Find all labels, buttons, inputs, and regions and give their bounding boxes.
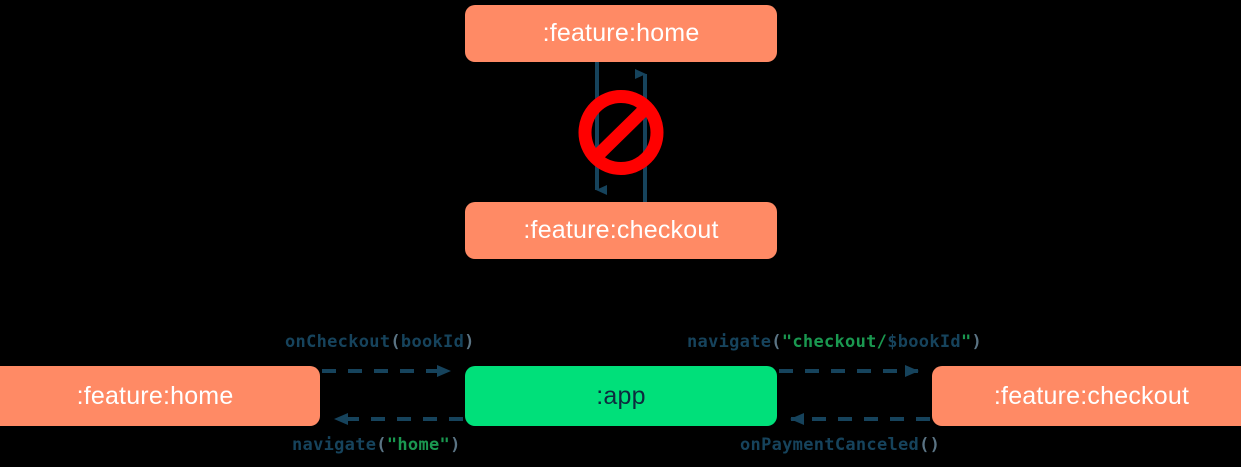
code-quote-close: "	[960, 332, 972, 352]
code-paren-close: )	[450, 435, 461, 455]
code-quote-open: "	[386, 435, 398, 455]
code-paren-close: )	[464, 332, 475, 352]
forbidden-sign-icon	[578, 90, 664, 175]
edge-label-navigate-home: navigate("home")	[292, 435, 461, 455]
code-quote-open: "	[781, 332, 793, 352]
code-paren-open: (	[390, 332, 401, 352]
code-interpolation: $bookId	[887, 332, 961, 352]
node-feature-home-invalid[interactable]: :feature:home	[465, 5, 777, 62]
node-feature-checkout[interactable]: :feature:checkout	[932, 366, 1241, 426]
code-argument: bookId	[400, 332, 465, 352]
code-paren-close: )	[929, 435, 941, 455]
code-string: checkout/	[792, 332, 888, 352]
code-paren-close: )	[971, 332, 983, 352]
code-function: onCheckout	[285, 332, 391, 352]
code-function: navigate	[292, 435, 377, 455]
code-string: home	[397, 435, 440, 455]
node-label: :feature:checkout	[993, 381, 1190, 410]
node-label: :feature:checkout	[523, 216, 719, 244]
node-feature-home[interactable]: :feature:home	[0, 366, 320, 426]
edge-label-on-payment-canceled: onPaymentCanceled()	[740, 435, 940, 455]
code-function: onPaymentCanceled	[740, 435, 920, 455]
code-paren-open: (	[376, 435, 387, 455]
edge-label-navigate-checkout: navigate("checkout/$bookId")	[687, 332, 982, 352]
node-feature-checkout-invalid[interactable]: :feature:checkout	[465, 202, 777, 259]
node-app[interactable]: :app	[465, 366, 777, 426]
code-paren-open: (	[771, 332, 782, 352]
code-quote-close: "	[439, 435, 451, 455]
edge-label-on-checkout: onCheckout(bookId)	[285, 332, 475, 352]
node-label: :feature:home	[76, 381, 234, 410]
code-paren-open: (	[919, 435, 930, 455]
node-label: :app	[596, 381, 646, 410]
code-function: navigate	[687, 332, 772, 352]
node-label: :feature:home	[542, 19, 700, 47]
